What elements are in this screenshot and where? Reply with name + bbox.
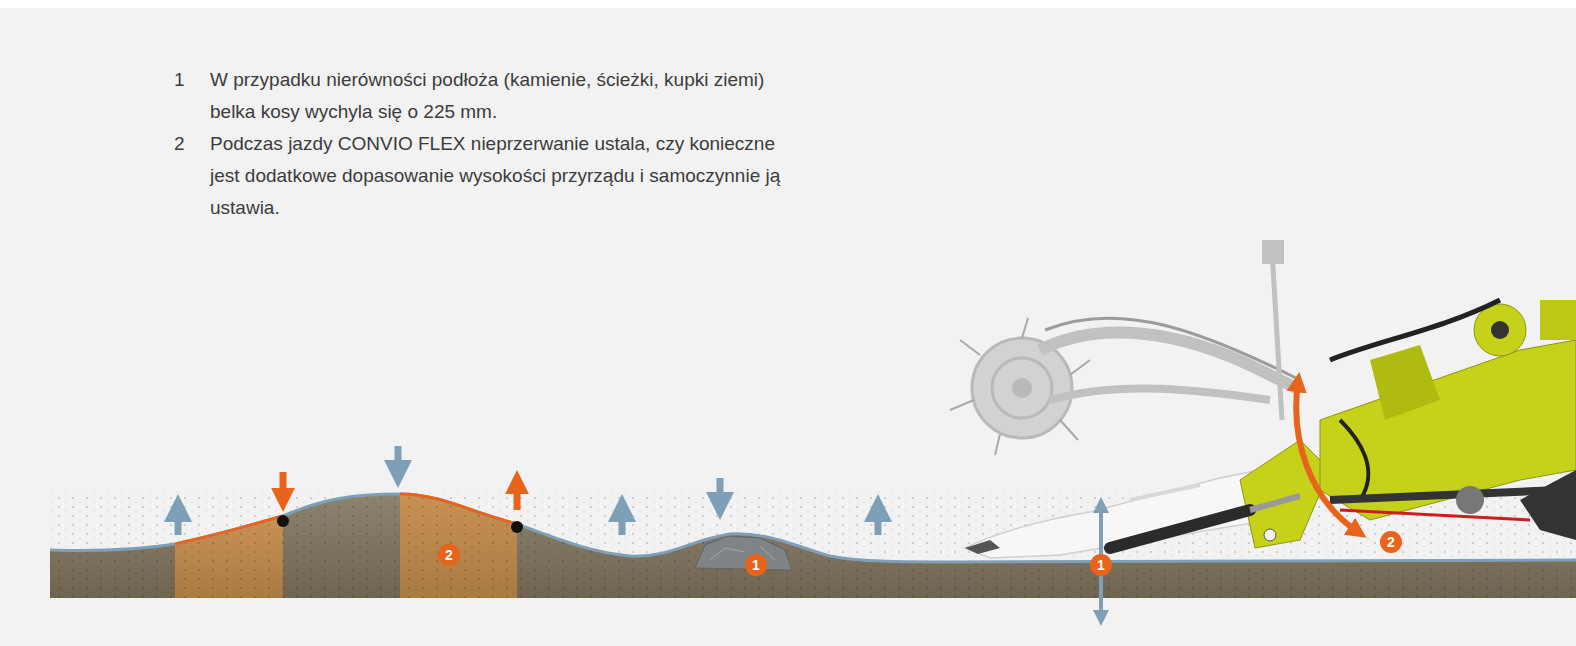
list-text: W przypadku nierówności podłoża (kamieni… <box>210 64 785 128</box>
sensor-point <box>277 515 289 527</box>
frame-part <box>1240 440 1330 548</box>
hydraulic-cylinder <box>1110 510 1250 548</box>
panel-ground <box>0 480 50 598</box>
piston-rod <box>1250 496 1300 510</box>
housing-detail <box>1130 485 1200 500</box>
terrain-arrows <box>178 446 878 535</box>
sensor-point <box>511 521 523 533</box>
reel <box>950 240 1300 455</box>
callout-number: 2 <box>438 544 460 566</box>
frame-part <box>1520 470 1576 540</box>
frame-edge <box>1340 510 1530 520</box>
drive-gearbox <box>1474 304 1526 356</box>
knife-tip <box>965 540 1000 554</box>
hydraulic-hose <box>1330 300 1500 360</box>
cutter-bar-housing <box>965 470 1270 558</box>
wheel <box>1456 486 1484 514</box>
pivot <box>1264 529 1276 541</box>
drive-shaft <box>1491 321 1509 339</box>
adjusted-line <box>175 516 283 544</box>
list-text: Podczas jazdy CONVIO FLEX nieprzerwanie … <box>210 128 785 224</box>
frame-part <box>1370 345 1440 420</box>
stone-facet <box>710 546 775 560</box>
callout-number: 1 <box>745 554 767 576</box>
stone <box>695 536 792 570</box>
callout-number: 1 <box>1090 554 1112 576</box>
frame-part <box>1540 300 1576 340</box>
panel-ground <box>0 598 1576 646</box>
panel-ground <box>0 8 1576 646</box>
hydraulic-hose <box>1340 420 1368 500</box>
callout-number: 2 <box>1380 531 1402 553</box>
list-number: 2 <box>174 128 202 160</box>
list-number: 1 <box>174 64 202 96</box>
adjusted-line <box>400 494 517 524</box>
height-adjust-arrow <box>1296 382 1358 532</box>
